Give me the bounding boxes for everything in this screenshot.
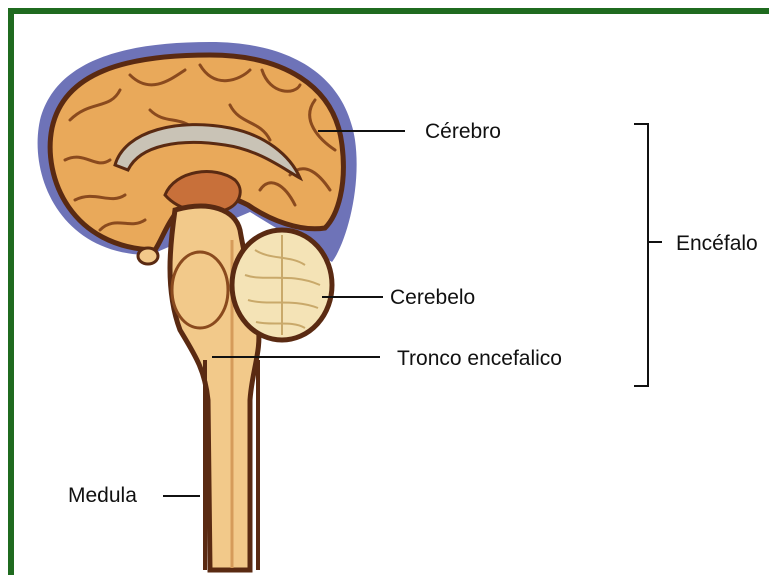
- label-encefalo: Encéfalo: [676, 232, 758, 256]
- pons: [172, 252, 228, 328]
- label-tronco-encefalico: Tronco encefalico: [397, 347, 562, 371]
- olfactory-bulb: [138, 248, 158, 264]
- frame-top: [8, 8, 769, 14]
- label-medula: Medula: [68, 484, 137, 508]
- label-cerebelo: Cerebelo: [390, 286, 475, 310]
- label-cerebro: Cérebro: [425, 120, 501, 144]
- frame-left: [8, 8, 14, 575]
